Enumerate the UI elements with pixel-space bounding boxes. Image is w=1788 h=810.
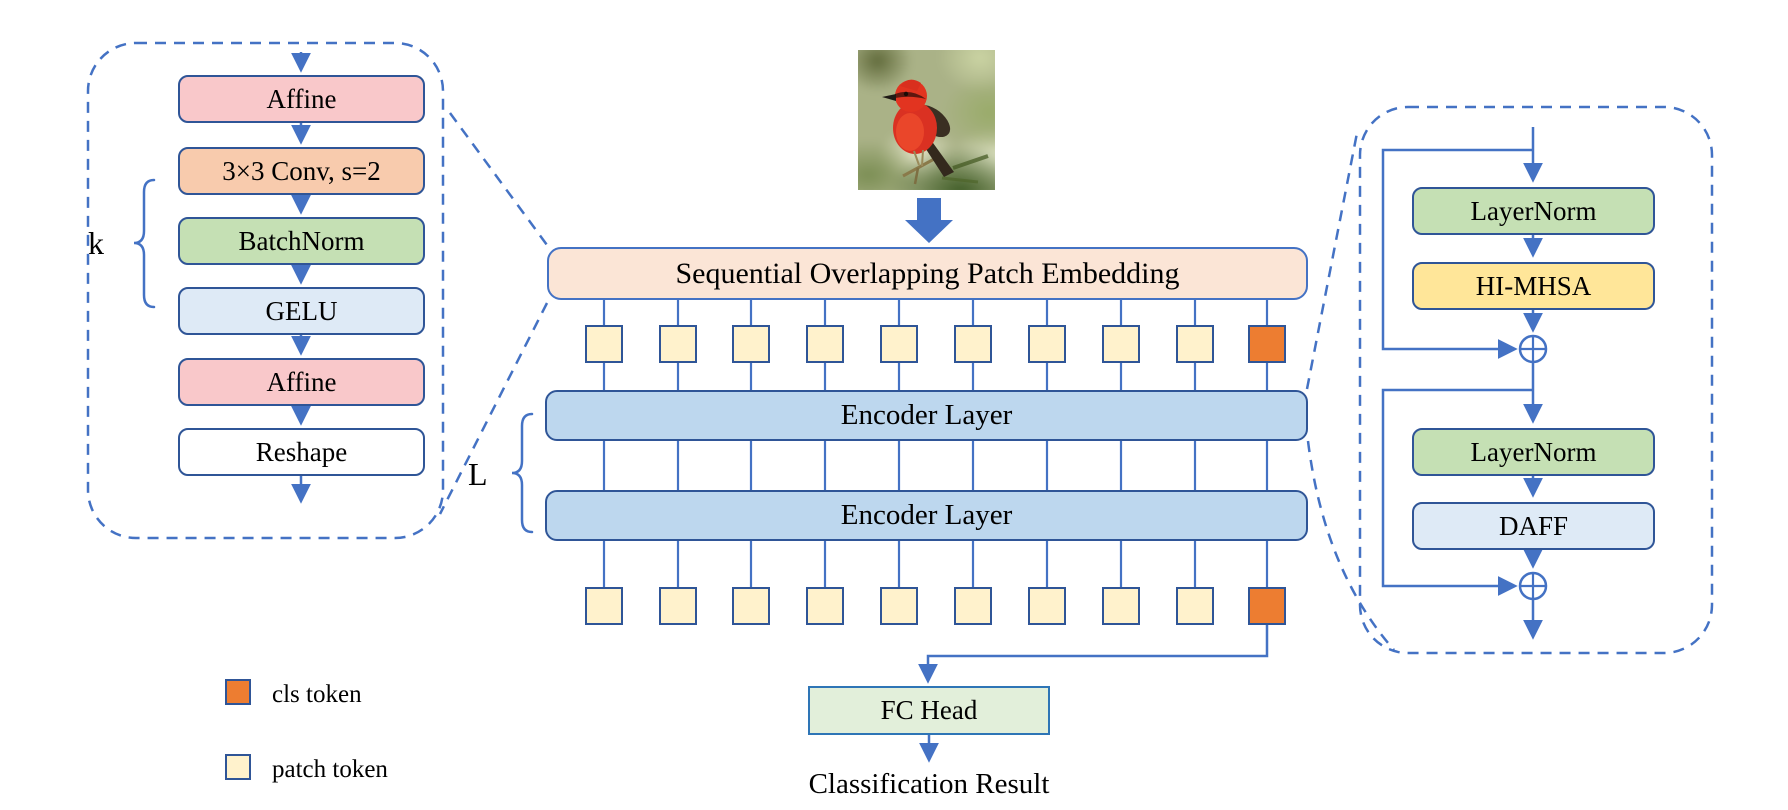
patch-token	[1176, 587, 1214, 625]
left-zoom-connector-bottom	[438, 302, 549, 515]
block-affine-1: Affine	[178, 75, 425, 123]
block-daff: DAFF	[1412, 502, 1655, 550]
patch-token	[1102, 325, 1140, 363]
block-gelu-label: GELU	[265, 295, 338, 326]
patch-token	[1028, 587, 1066, 625]
patch-token	[585, 325, 623, 363]
block-affine-2-label: Affine	[266, 366, 337, 397]
patch-token	[1176, 325, 1214, 363]
residual-path-1	[1381, 148, 1533, 351]
block-layernorm-1-label: LayerNorm	[1470, 195, 1597, 226]
block-conv: 3×3 Conv, s=2	[178, 147, 425, 195]
cls-token	[1248, 325, 1286, 363]
cls-token	[1248, 587, 1286, 625]
patch-token	[585, 587, 623, 625]
block-batchnorm-label: BatchNorm	[238, 225, 365, 256]
cls-to-fc-route	[926, 625, 1269, 672]
add-operator-2	[1518, 571, 1548, 601]
encoder-layer-1-label: Encoder Layer	[840, 399, 1013, 431]
block-batchnorm: BatchNorm	[178, 217, 425, 265]
block-conv-label: 3×3 Conv, s=2	[222, 155, 381, 186]
right-zoom-connector-bottom	[1306, 440, 1395, 651]
patch-embedding-bar: Sequential Overlapping Patch Embedding	[547, 247, 1308, 300]
encoder-layer-1: Encoder Layer	[545, 390, 1308, 441]
add-operator-1	[1518, 334, 1548, 364]
block-daff-label: DAFF	[1498, 510, 1569, 541]
residual-path-2	[1381, 388, 1533, 588]
fc-head-block: FC Head	[808, 686, 1050, 735]
block-hi-mhsa-label: HI-MHSA	[1475, 270, 1592, 301]
k-multiplier-label: k	[88, 225, 104, 261]
encoder-layer-2-label: Encoder Layer	[840, 499, 1013, 531]
block-hi-mhsa: HI-MHSA	[1412, 262, 1655, 310]
legend-cls-swatch	[225, 679, 251, 705]
classification-result-label: Classification Result	[808, 768, 1050, 800]
right-zoom-connector-top	[1305, 132, 1359, 390]
patch-token	[806, 587, 844, 625]
block-gelu: GELU	[178, 287, 425, 335]
patch-embedding-label: Sequential Overlapping Patch Embedding	[675, 256, 1180, 290]
patch-token	[659, 587, 697, 625]
fc-head-label: FC Head	[880, 695, 978, 725]
l-depth-label: L	[468, 456, 488, 492]
input-bird-image	[858, 50, 995, 190]
k-multiplier-brace	[133, 178, 156, 309]
legend-patch-label: patch token	[272, 756, 388, 783]
left-zoom-connector-top	[448, 112, 549, 246]
block-layernorm-2-label: LayerNorm	[1470, 436, 1597, 467]
block-affine-1-label: Affine	[266, 83, 337, 114]
patch-token	[880, 587, 918, 625]
input-block-arrow	[905, 198, 953, 243]
patch-token	[659, 325, 697, 363]
bird-illustration	[882, 79, 989, 185]
patch-token	[954, 587, 992, 625]
block-affine-2: Affine	[178, 358, 425, 406]
patch-token	[806, 325, 844, 363]
l-depth-brace	[511, 412, 534, 534]
patch-token	[732, 325, 770, 363]
block-layernorm-1: LayerNorm	[1412, 187, 1655, 235]
block-reshape: Reshape	[178, 428, 425, 476]
patch-token	[880, 325, 918, 363]
patch-token	[732, 587, 770, 625]
token-connector-lines	[602, 300, 1269, 587]
legend-patch-swatch	[225, 754, 251, 780]
legend-cls-label: cls token	[272, 681, 362, 708]
block-layernorm-2: LayerNorm	[1412, 428, 1655, 476]
block-reshape-label: Reshape	[255, 436, 348, 467]
patch-token	[1102, 587, 1140, 625]
patch-token	[1028, 325, 1066, 363]
patch-token	[954, 325, 992, 363]
encoder-layer-2: Encoder Layer	[545, 490, 1308, 541]
